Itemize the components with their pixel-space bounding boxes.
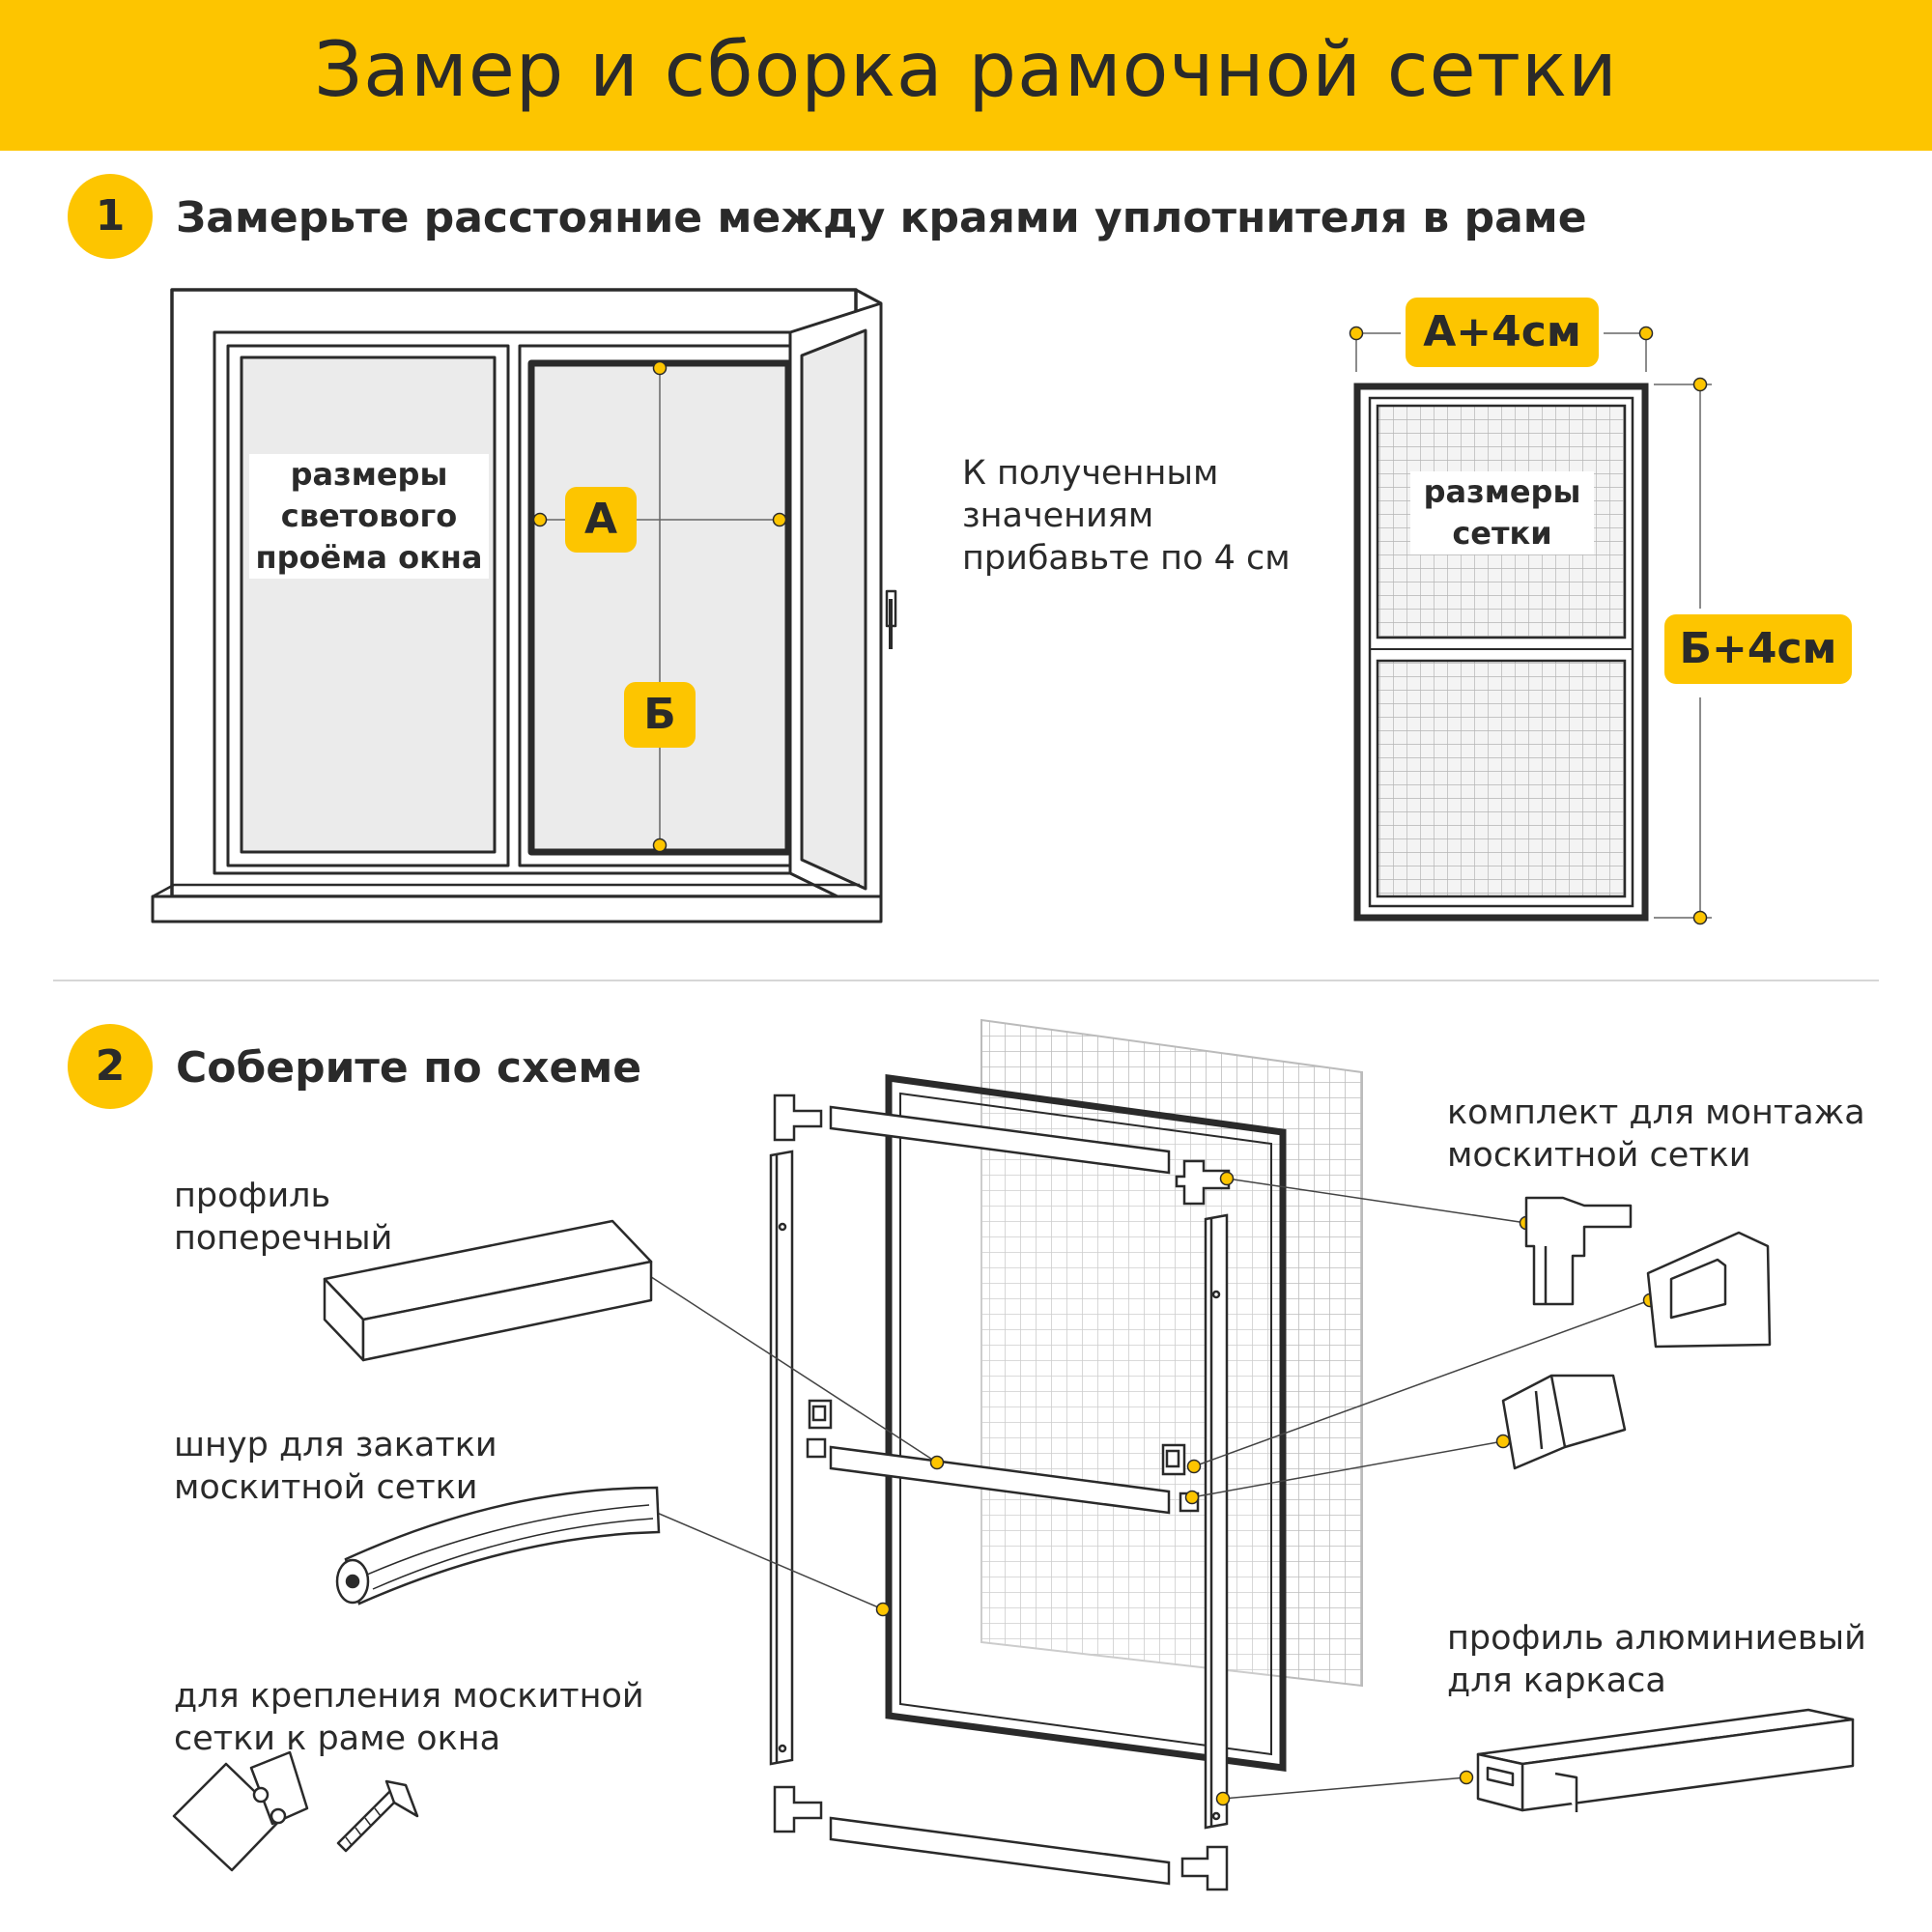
net-frame-drawing <box>1353 383 1649 922</box>
window-drawing <box>151 288 897 923</box>
mount-kit-clip <box>1501 1374 1627 1470</box>
right-vertical-profile <box>1204 1213 1229 1830</box>
top-profile <box>829 1105 1171 1175</box>
middle-cross-profile <box>829 1445 1171 1515</box>
step-2-badge: 2 <box>68 1024 153 1109</box>
callout-lines <box>641 1178 1651 1800</box>
net-dimension-dots <box>1349 326 1708 925</box>
cord-part <box>335 1486 661 1605</box>
mount-kit-connector <box>1524 1196 1633 1306</box>
cord-label: шнур для закатки москитной сетки <box>174 1426 497 1507</box>
step-1-badge: 1 <box>68 174 153 259</box>
step-1-text: Замерьте расстояние между краями уплотни… <box>176 193 1587 242</box>
aperture-dimension-dots <box>532 360 787 853</box>
height-badge: Б+4см <box>1664 614 1852 684</box>
left-vertical-profile <box>769 1150 794 1766</box>
corner-connectors <box>773 1094 1231 1891</box>
mount-kit-label: комплект для монтажа москитной сетки <box>1447 1094 1865 1175</box>
net-size-label: размеры сетки <box>1410 471 1594 554</box>
cross-profile-part <box>323 1219 653 1362</box>
net-frame <box>885 1073 1287 1772</box>
title-banner: Замер и сборка рамочной сетки <box>0 0 1932 151</box>
frame-clips <box>806 1399 1200 1513</box>
instruction-text: К полученным значениям прибавьте по 4 см <box>962 454 1291 578</box>
mesh-sheet <box>980 1018 1363 1688</box>
cross-profile-label: профиль поперечный <box>174 1177 393 1258</box>
fastener-parts <box>172 1750 419 1872</box>
step-2-text: Соберите по схеме <box>176 1043 642 1093</box>
marker-a-badge: А <box>565 487 637 553</box>
marker-b-badge: Б <box>624 682 696 748</box>
alu-profile-label: профиль алюминиевый для каркаса <box>1447 1619 1866 1700</box>
width-badge: А+4см <box>1406 298 1599 367</box>
aluminum-profile-part <box>1476 1708 1855 1812</box>
section-divider <box>53 980 1879 981</box>
page-title: Замер и сборка рамочной сетки <box>314 27 1618 114</box>
fasteners-label: для крепления москитной сетки к раме окн… <box>174 1677 644 1758</box>
mount-kit-plate <box>1646 1231 1772 1349</box>
window-aperture-label: размеры светового проёма окна <box>249 454 489 579</box>
bottom-profile <box>829 1816 1171 1886</box>
